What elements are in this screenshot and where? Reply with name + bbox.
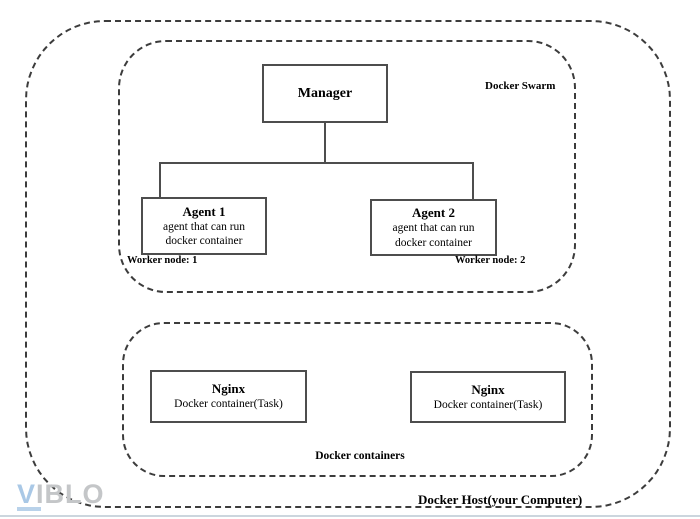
docker-containers-boundary xyxy=(122,322,593,477)
viblo-logo-rest: IBLO xyxy=(36,479,105,509)
agent2-node: Agent 2 agent that can run docker contai… xyxy=(370,199,497,256)
manager-node: Manager xyxy=(262,64,388,123)
docker-swarm-boundary xyxy=(118,40,576,293)
viblo-logo-underline xyxy=(17,507,41,511)
connector-manager-down xyxy=(324,123,326,163)
docker-swarm-label: Docker Swarm xyxy=(485,80,556,92)
worker-node2-label: Worker node: 2 xyxy=(455,255,526,266)
agent1-desc-line2: docker container xyxy=(165,235,243,248)
docker-host-label: Docker Host(your Computer) xyxy=(418,492,583,507)
docker-containers-label: Docker containers xyxy=(315,450,405,462)
worker-node1-label: Worker node: 1 xyxy=(127,255,198,266)
agent1-node: Agent 1 agent that can run docker contai… xyxy=(141,197,267,255)
agent2-title: Agent 2 xyxy=(412,205,455,220)
bottom-divider-line xyxy=(0,515,700,517)
nginx1-node: Nginx Docker container(Task) xyxy=(150,370,307,423)
manager-title: Manager xyxy=(297,85,353,101)
nginx2-node: Nginx Docker container(Task) xyxy=(410,371,566,423)
agent1-desc-line1: agent that can run xyxy=(162,220,246,233)
connector-to-agent2 xyxy=(472,162,474,200)
nginx1-title: Nginx xyxy=(211,381,246,397)
connector-to-agent1 xyxy=(159,162,161,198)
nginx2-subtitle: Docker container(Task) xyxy=(433,398,543,411)
agent2-desc-line1: agent that can run xyxy=(392,222,475,235)
connector-horizontal xyxy=(159,162,474,164)
docker-host-boundary xyxy=(25,20,671,508)
nginx2-title: Nginx xyxy=(471,381,505,397)
agent2-desc-line2: docker container xyxy=(395,236,472,249)
nginx1-subtitle: Docker container(Task) xyxy=(174,398,283,411)
viblo-logo-v: V xyxy=(17,479,37,509)
viblo-logo: VIBLO xyxy=(17,479,105,511)
agent1-title: Agent 1 xyxy=(182,203,226,219)
